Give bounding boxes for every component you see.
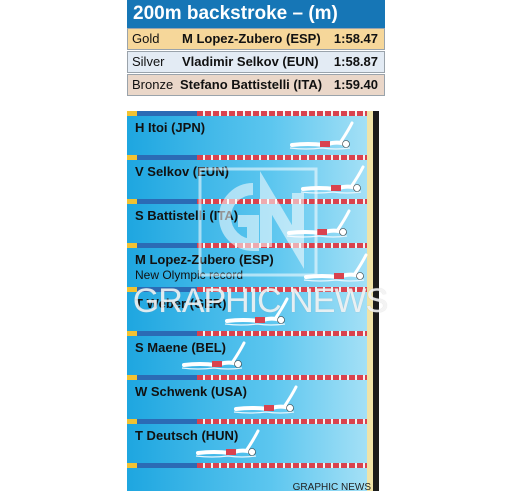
lane-swimmer-name: H Itoi (JPN) [135,120,206,135]
swimmer-icon [300,165,364,194]
swimmer-icon [289,121,354,150]
lane-swimmer-name: T Weber (GER) [135,296,227,311]
medalist-name: M Lopez-Zubero (ESP) [182,31,321,46]
lane-rope [127,331,367,336]
medal-time: 1:58.87 [333,54,378,69]
lane-rope [127,463,367,468]
medal-time: 1:58.47 [333,31,378,46]
lane-rope [127,243,367,248]
medalist-name: Stefano Battistelli (ITA) [180,77,323,92]
lane-swimmer-name: M Lopez-Zubero (ESP) [135,252,274,267]
medalist-name: Vladimir Selkov (EUN) [182,54,319,69]
medal-label: Silver [132,54,165,69]
credit: GRAPHIC NEWS [292,482,371,493]
lane-rope [127,199,367,204]
lane-swimmer-name: S Battistelli (ITA) [135,208,239,223]
medal-row-bronze: Bronze Stefano Battistelli (ITA) 1:59.40 [127,74,385,96]
infographic: 200m backstroke – (m) Gold M Lopez-Zubero… [127,0,385,498]
medal-label: Gold [132,31,160,46]
swimmer-icon [181,341,245,370]
lane-rope [127,287,367,292]
lane-rope [127,419,367,424]
pool-wall-edge [373,111,379,491]
lane-rope [127,375,367,380]
swimmer-icon [195,429,259,458]
lane-rope [127,155,367,160]
lane-note: New Olympic record [135,268,244,282]
pool: H Itoi (JPN)V Selkov (EUN)S Battistelli … [127,111,385,491]
medal-time: 1:59.40 [333,77,378,92]
watermark-text: GRAPHIC NEWS [132,282,388,320]
swimmer-icon [225,297,289,326]
lane-swimmer-name: T Deutsch (HUN) [135,428,239,443]
medal-row-gold: Gold M Lopez-Zubero (ESP) 1:58.47 [127,28,385,50]
medal-row-silver: Silver Vladimir Selkov (EUN) 1:58.87 [127,51,385,73]
pool-water [127,111,367,491]
lane-swimmer-name: S Maene (BEL) [135,340,227,355]
lane-rope [127,111,367,116]
graphic-news-logo-watermark [198,167,318,277]
page-title: 200m backstroke – (m) [127,0,385,28]
swimmer-icon [233,385,298,414]
lane-swimmer-name: W Schwenk (USA) [135,384,247,399]
pool-wall [367,111,373,491]
medal-label: Bronze [132,77,174,92]
